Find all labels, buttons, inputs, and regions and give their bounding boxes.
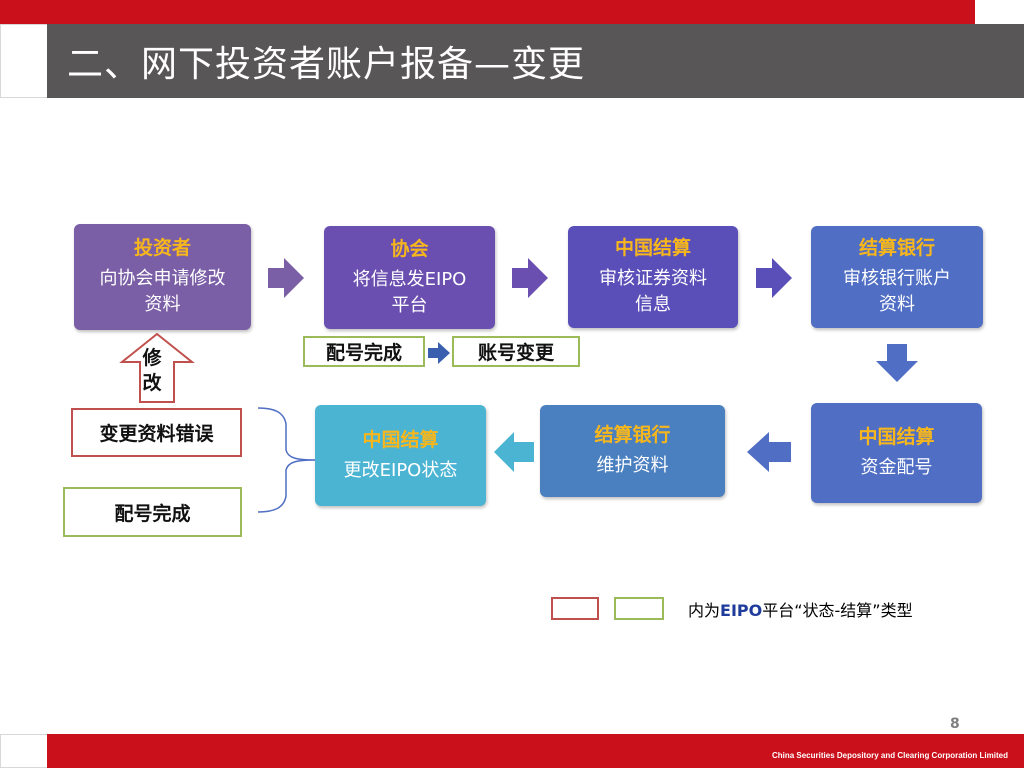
body-line: 向协会申请修改 <box>99 268 226 289</box>
flow-box-body: 更改EIPO状态 <box>343 459 458 481</box>
body-line: 将信息发EIPO <box>352 268 467 290</box>
arrow-down-icon <box>876 344 918 382</box>
flow-box-bank-review: 结算银行 审核银行账户 资料 <box>811 226 983 328</box>
footer-bar: China Securities Depository and Clearing… <box>47 734 1024 768</box>
flow-box-csdc-review: 中国结算 审核证券资料 信息 <box>568 226 738 328</box>
flow-box-head: 中国结算 <box>614 237 691 259</box>
legend-red-swatch <box>551 597 599 620</box>
flow-box-investor: 投资者 向协会申请修改 资料 <box>74 224 251 330</box>
status-done-left: 配号完成 <box>63 487 242 537</box>
arrow-left-icon <box>494 432 534 472</box>
footer-organization: China Securities Depository and Clearing… <box>771 751 1008 760</box>
flow-box-head: 中国结算 <box>362 428 439 451</box>
status-error: 变更资料错误 <box>71 408 242 457</box>
top-brand-bar <box>0 0 975 24</box>
flow-box-head: 中国结算 <box>858 426 935 448</box>
legend-green-swatch <box>614 597 664 620</box>
status-label: 变更资料错误 <box>99 423 214 445</box>
status-account-change: 账号变更 <box>452 336 580 367</box>
brace-connector-icon <box>257 407 317 513</box>
legend-text: 内为EIPO平台“状态-结算”类型 <box>688 597 913 621</box>
arrow-right-icon <box>428 342 450 364</box>
flow-box-body: 审核证券资料 信息 <box>599 266 707 318</box>
flow-box-body: 资金配号 <box>860 457 933 478</box>
flow-box-head: 协会 <box>390 237 429 260</box>
status-label: 配号完成 <box>325 342 402 364</box>
arrow-left-icon <box>747 432 791 472</box>
legend-suffix: 平台“状态-结算”类型 <box>762 601 913 620</box>
arrow-right-icon <box>268 258 304 298</box>
flow-box-body: 维护资料 <box>596 455 669 476</box>
flow-box-head: 结算银行 <box>594 424 671 446</box>
title-bar: 二、网下投资者账户报备—变更 <box>47 24 1024 98</box>
body-line: 审核银行账户 <box>843 268 951 289</box>
body-line: 平台 <box>391 294 428 316</box>
modify-up-arrow-icon <box>119 332 195 403</box>
flow-box-bank-maintain: 结算银行 维护资料 <box>540 405 725 497</box>
flow-box-association: 协会 将信息发EIPO 平台 <box>324 226 495 329</box>
arrow-right-icon <box>756 258 792 298</box>
body-line: 资料 <box>144 294 181 315</box>
page-title: 二、网下投资者账户报备—变更 <box>67 44 586 85</box>
footer-corner-frame <box>0 734 47 768</box>
arrow-right-icon <box>512 258 548 298</box>
top-corner-frame <box>0 24 47 98</box>
modify-label: 修改 <box>142 347 162 394</box>
page-number: 8 <box>950 716 960 732</box>
status-done-top: 配号完成 <box>303 336 425 367</box>
body-line: 信息 <box>635 294 671 315</box>
body-line: 审核证券资料 <box>599 268 707 289</box>
flow-box-head: 结算银行 <box>858 237 935 259</box>
status-label: 账号变更 <box>477 342 554 364</box>
body-line: 资料 <box>879 294 915 315</box>
flow-box-body: 向协会申请修改 资料 <box>100 266 226 318</box>
flow-box-body: 审核银行账户 资料 <box>843 266 951 318</box>
legend-highlight: EIPO <box>720 601 763 620</box>
flow-box-csdc-status: 中国结算 更改EIPO状态 <box>315 405 486 506</box>
status-label: 配号完成 <box>114 502 191 525</box>
flow-box-body: 将信息发EIPO 平台 <box>353 267 467 319</box>
flow-box-head: 投资者 <box>133 237 191 259</box>
flow-box-csdc-funding: 中国结算 资金配号 <box>811 403 982 503</box>
legend-prefix: 内为 <box>688 601 721 620</box>
